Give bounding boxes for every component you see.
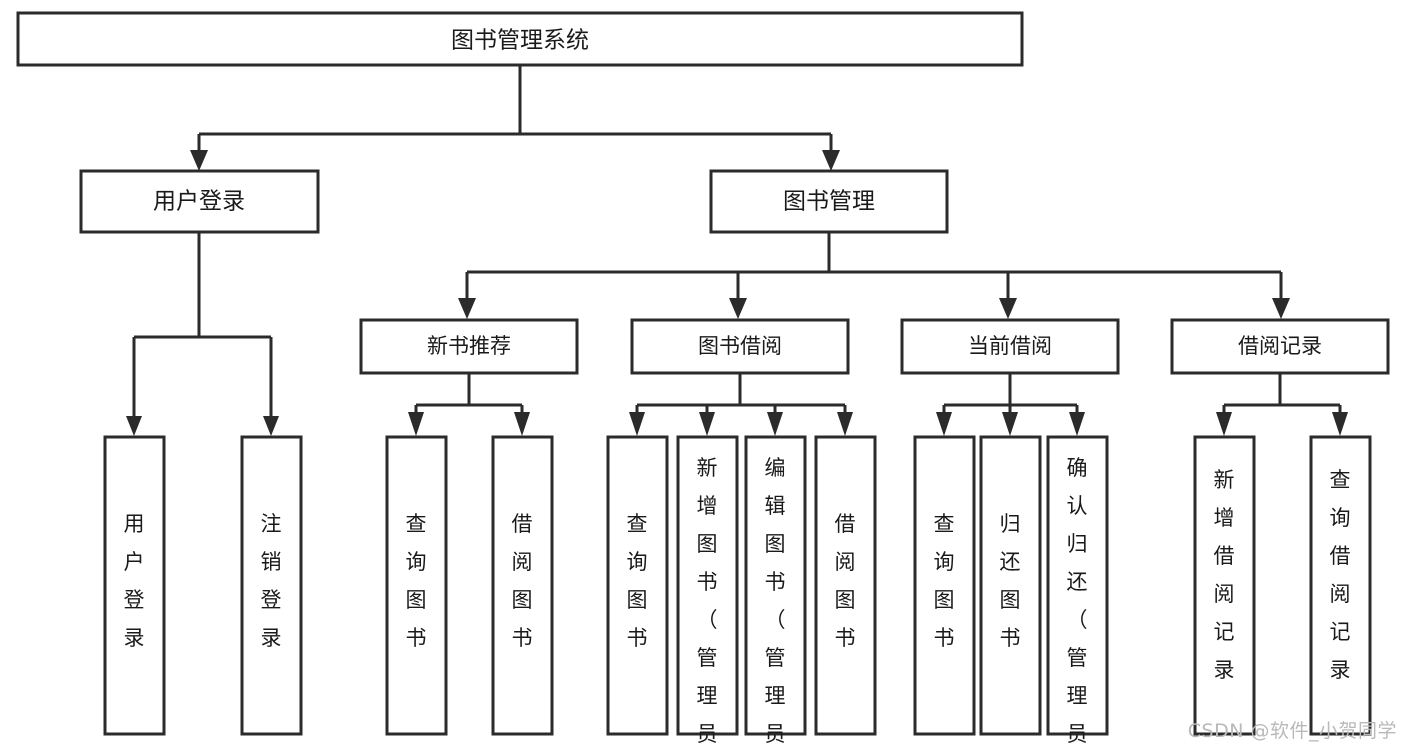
leaf-label-vertical: 借阅图书 — [835, 512, 856, 650]
leaf-label-vertical: 归还图书 — [1000, 512, 1021, 650]
node-book-borrow[interactable]: 图书借阅 — [630, 318, 850, 375]
arrowhead-newbook-leaf1 — [408, 412, 424, 436]
connectors-current-borrow — [936, 373, 1085, 436]
leaf-label-vertical: 查询借阅记录 — [1330, 468, 1351, 682]
leaf-box — [385, 435, 448, 736]
node-user-login-label: 用户登录 — [153, 189, 245, 215]
arrowhead-userlogin-leaf2 — [263, 416, 279, 436]
arrowhead-currentborrow — [999, 298, 1017, 319]
leaf-box — [913, 435, 976, 736]
leaf-label-vertical: 新增借阅记录 — [1214, 468, 1235, 682]
connectors-book-borrow — [629, 373, 853, 436]
leaf-label-vertical: 查询图书 — [627, 512, 648, 650]
leaf-box — [1046, 435, 1109, 736]
leaf-label-vertical: 查询图书 — [934, 512, 955, 650]
leaf-box — [103, 435, 166, 736]
arrowhead-userlogin-leaf1 — [126, 416, 142, 436]
leaf-label-vertical: 注销登录 — [261, 512, 282, 650]
node-new-book-recommend-label: 新书推荐 — [427, 334, 511, 358]
leaf-box — [1309, 435, 1372, 736]
arrowhead-currentborrow-leaf2 — [1002, 412, 1018, 436]
node-current-borrow-box — [900, 318, 1120, 375]
node-book-management-box — [709, 169, 949, 234]
leaf-label-vertical: 用户登录 — [124, 512, 145, 650]
leaf-borrow-record-query[interactable]: 查询借阅记录 — [1309, 435, 1372, 736]
leaf-box — [979, 435, 1042, 736]
leaf-borrow-record-add[interactable]: 新增借阅记录 — [1193, 435, 1256, 736]
node-borrow-record-box — [1170, 318, 1390, 375]
arrowhead-userlogin — [190, 150, 208, 171]
leaf-box — [1193, 435, 1256, 736]
arrowhead-bookborrow-leaf4 — [837, 412, 853, 436]
arrowhead-borrowrecord-leaf1 — [1216, 412, 1232, 436]
connectors-book-management — [458, 232, 1290, 319]
node-current-borrow[interactable]: 当前借阅 — [900, 318, 1120, 375]
leaf-current-borrow-confirm[interactable]: 确认归还（管理员） — [1046, 435, 1109, 747]
arrowhead-bookmgmt — [822, 150, 840, 171]
arrowhead-borrowrecord-leaf2 — [1332, 412, 1348, 436]
arrowhead-borrowrecord — [1272, 298, 1290, 319]
arrowhead-bookborrow-leaf3 — [767, 412, 783, 436]
arrowhead-bookborrow — [729, 298, 747, 319]
connectors-user-login — [126, 232, 279, 436]
leaf-book-borrow-borrow[interactable]: 借阅图书 — [814, 435, 877, 736]
node-borrow-record-label: 借阅记录 — [1238, 334, 1322, 358]
leaf-book-borrow-query[interactable]: 查询图书 — [606, 435, 669, 736]
leaf-box — [240, 435, 303, 736]
arrowhead-newbook-leaf2 — [514, 412, 530, 436]
leaf-new-book-borrow[interactable]: 借阅图书 — [491, 435, 554, 736]
arrowhead-newbook — [458, 298, 476, 319]
leaf-user-login-logout[interactable]: 注销登录 — [240, 435, 303, 736]
node-borrow-record[interactable]: 借阅记录 — [1170, 318, 1390, 375]
leaf-box — [814, 435, 877, 736]
node-root-label: 图书管理系统 — [451, 28, 589, 54]
leaf-box — [676, 435, 739, 736]
leaf-label-vertical: 借阅图书 — [512, 512, 533, 650]
node-user-login[interactable]: 用户登录 — [79, 169, 320, 234]
node-root-box — [16, 11, 1024, 67]
node-book-management-label: 图书管理 — [783, 189, 875, 215]
node-book-borrow-box — [630, 318, 850, 375]
node-current-borrow-label: 当前借阅 — [968, 334, 1052, 358]
leaf-box — [606, 435, 669, 736]
leaf-box — [491, 435, 554, 736]
node-book-borrow-label: 图书借阅 — [698, 334, 782, 358]
leaf-user-login-login[interactable]: 用户登录 — [103, 435, 166, 736]
node-book-management[interactable]: 图书管理 — [709, 169, 949, 234]
leaf-book-borrow-add[interactable]: 新增图书（管理员） — [676, 435, 739, 747]
leaf-current-borrow-return[interactable]: 归还图书 — [979, 435, 1042, 736]
leaf-current-borrow-query[interactable]: 查询图书 — [913, 435, 976, 736]
arrowhead-bookborrow-leaf2 — [699, 412, 715, 436]
node-user-login-box — [79, 169, 320, 234]
connectors-root — [190, 65, 840, 171]
arrowhead-currentborrow-leaf1 — [936, 412, 952, 436]
connectors-borrow-record — [1216, 373, 1348, 436]
leaf-label-vertical: 新增图书（管理员） — [697, 456, 718, 747]
arrowhead-bookborrow-leaf1 — [629, 412, 645, 436]
leaf-book-borrow-edit[interactable]: 编辑图书（管理员） — [744, 435, 807, 747]
leaf-new-book-query[interactable]: 查询图书 — [385, 435, 448, 736]
leaf-label-vertical: 查询图书 — [406, 512, 427, 650]
node-root-system[interactable]: 图书管理系统 — [16, 11, 1024, 67]
connectors-new-book — [408, 373, 530, 436]
node-new-book-recommend-box — [359, 318, 579, 375]
leaf-box — [744, 435, 807, 736]
leaf-label-vertical: 确认归还（管理员） — [1067, 456, 1088, 747]
leaf-label-vertical: 编辑图书（管理员） — [765, 456, 786, 747]
arrowhead-currentborrow-leaf3 — [1069, 412, 1085, 436]
node-new-book-recommend[interactable]: 新书推荐 — [359, 318, 579, 375]
